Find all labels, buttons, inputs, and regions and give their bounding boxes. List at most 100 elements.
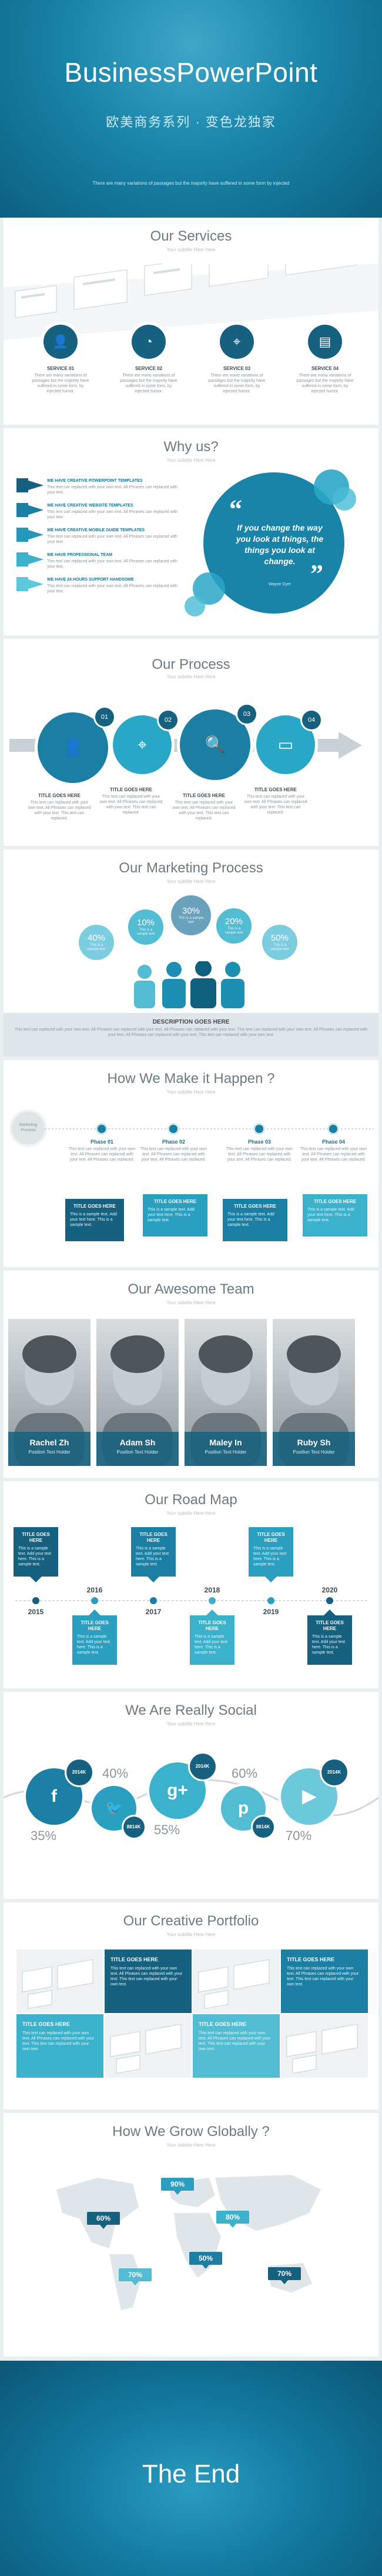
slide-title: Our Process [152,657,230,672]
why-us-slide: Why us? Your subtitle Here Here WE HAVE … [4,428,378,635]
phase-box-text: This is a sample text. Add your text her… [227,1212,274,1227]
why-arrow-block [16,503,28,517]
decor-circle [333,487,356,511]
stat-label: This is a sample text [178,917,204,924]
twitter-icon: 🐦 [105,1800,123,1816]
phase-box-title: TITLE GOES HERE [233,1204,276,1209]
social-percent: 35% [31,1828,57,1843]
slide-subtitle: Your subtitle Here Here [166,1932,216,1937]
region-marker-pointer [229,2224,236,2228]
stat-label: This is a sample text [136,928,155,936]
phase-box-title: TITLE GOES HERE [153,1199,196,1204]
why-arrow-block [16,528,28,542]
slide-subtitle: Your subtitle Here Here [166,458,216,463]
member-role: Position Text Holder [116,1449,159,1455]
region-marker[interactable]: 60% [87,2212,120,2225]
roadmap-box-title: TITLE GOES HERE [316,1620,344,1631]
portfolio-box-title: TITLE GOES HERE [110,1957,159,1962]
slide-subtitle: Your subtitle Here Here [166,674,216,679]
person-icon: 👤 [62,738,83,757]
region-marker-pointer [202,2265,209,2269]
region-marker[interactable]: 90% [161,2178,194,2191]
member-role: Position Text Holder [293,1449,335,1455]
region-marker-pointer [174,2191,181,2195]
portfolio-slide: Our Creative Portfolio Your subtitle Her… [4,1902,378,2110]
slide-title: Why us? [163,439,219,455]
service-circle: ⌖ [220,325,254,359]
phase-text: This text can replaced with your own tex… [300,1147,367,1162]
why-arrow-block [16,577,28,591]
portfolio-image[interactable] [16,1950,103,2013]
phase-label: Phase 04 [321,1139,346,1145]
social-percent: 70% [286,1828,312,1843]
slide-subtitle: Your subtitle Here Here [166,247,216,252]
user-icon: 👤 [52,334,69,349]
timeline-dot [169,1125,177,1133]
portfolio-box-title: TITLE GOES HERE [287,1957,335,1962]
roadmap-box-text: This is a sample text. Add your text her… [18,1547,52,1567]
roadmap-dot [267,1597,274,1604]
follower-count-badge: 8814K [123,1817,145,1838]
region-marker[interactable]: 50% [189,2252,222,2265]
search-icon: 🔍 [205,735,226,754]
why-item-title: WE HAVE 24 HOURS SUPPORT HANDSOME [47,578,134,582]
region-marker-pointer [100,2225,107,2229]
slide-subtitle: Your subtitle Here Here [166,1089,216,1095]
roadmap-dot [326,1597,333,1604]
timeline-dot [255,1125,263,1133]
follower-count-badge: 8814K [252,1817,274,1838]
portfolio-image[interactable] [105,2014,192,2078]
service-text: There are many variations of passages bu… [120,374,177,394]
header-banner: BusinessPowerPoint 欧美商务系列 · 变色龙独家 There … [0,0,382,218]
why-item-text: This text can replaced with your own tex… [47,584,177,594]
timeline-dot [98,1125,106,1133]
roadmap-line [15,1600,368,1601]
roadmap-dot [91,1597,98,1604]
roadmap-box-pointer [324,1609,336,1615]
member-name: Maley In [209,1438,242,1447]
stat-bubble: 50%This is a sample text [262,925,297,960]
devices-illustration [4,264,378,340]
phase-label: Phase 02 [162,1139,186,1145]
service-circle: ◔ [132,325,166,359]
why-arrow-block [16,552,28,566]
clipboard-icon: ▤ [319,334,331,349]
region-marker[interactable]: 80% [216,2211,249,2224]
step-number-badge: 01 [95,708,114,727]
step-text: This text can replaced with your own tex… [172,801,236,821]
follower-count-badge: 2014K [66,1759,92,1786]
roadmap-box-title: TITLE GOES HERE [81,1620,109,1631]
stat-label: This is a sample text [224,927,243,935]
follower-count-badge: 2014K [189,1754,216,1780]
timeline-dot [329,1125,337,1133]
services-slide: Our Services Your subtitle Here Here 👤SE… [4,218,378,425]
tagline: There are many variations of passages bu… [92,181,290,186]
portfolio-image[interactable] [281,2014,368,2078]
quote-mark-close-icon: ” [310,559,323,588]
start-circle [12,1112,45,1145]
roadmap-box-text: This is a sample text. Add your text her… [195,1635,228,1655]
people-group-icon [134,961,244,1008]
why-item-title: WE HAVE CREATIVE MOBILE GUIDE TEMPLATES [47,528,145,532]
slide-subtitle: Your subtitle Here Here [166,1511,216,1516]
roadmap-year: 2020 [321,1586,338,1594]
step-title: TITLE GOES HERE [38,793,81,798]
portfolio-box-text: This text can replaced with your own tex… [22,2031,95,2051]
social-slide: We Are Really Social Your subtitle Here … [4,1692,378,1899]
member-name: Rachel Zh [29,1438,69,1447]
region-marker[interactable]: 70% [268,2267,301,2280]
stat-value: 50% [270,933,289,943]
roadmap-dot [32,1597,39,1604]
portfolio-image[interactable] [193,1950,280,2013]
region-marker[interactable]: 70% [119,2268,152,2281]
follower-count-badge: 2014K [321,1759,347,1786]
end-title: The End [142,2460,240,2488]
